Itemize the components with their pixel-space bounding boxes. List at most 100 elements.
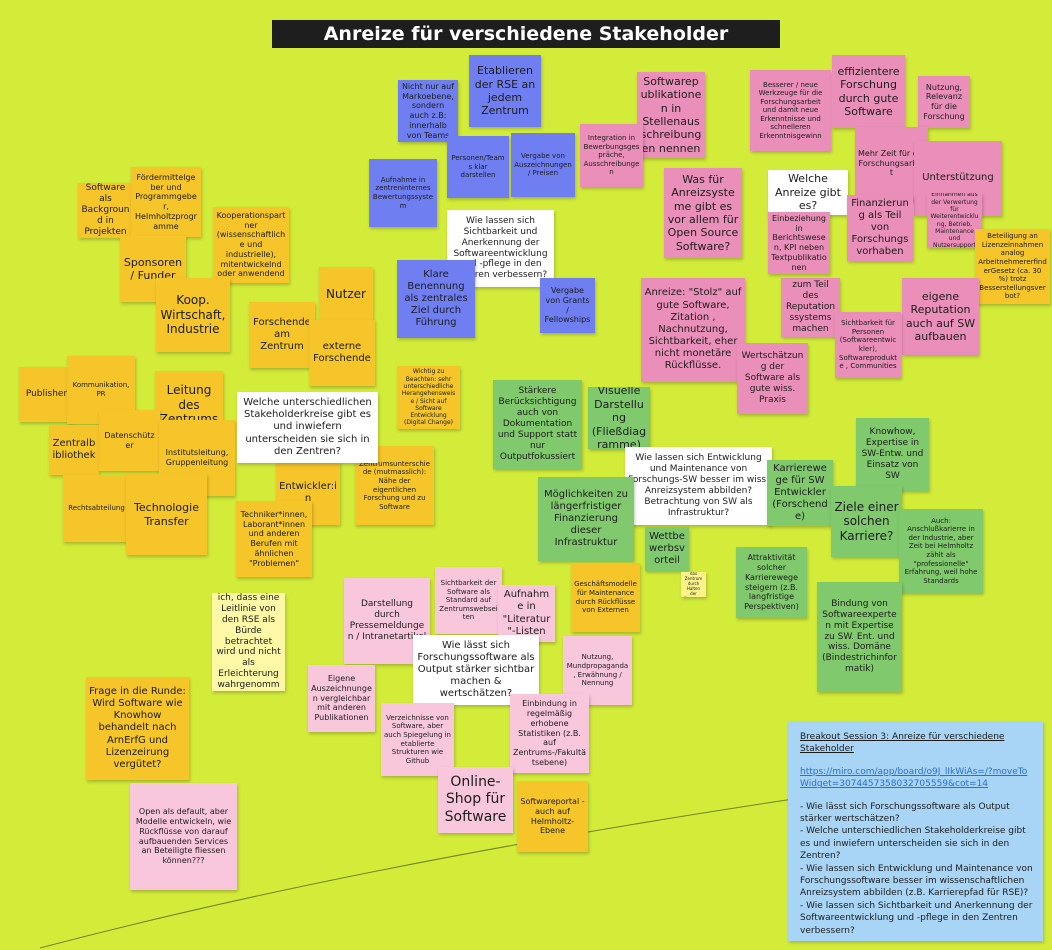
sticky-note-kooperationspartner[interactable]: Kooperationspartner (wissenschaftliche u… <box>213 207 289 283</box>
sticky-note-question-maintenance[interactable]: Wie lassen sich Entwicklung und Maintena… <box>625 447 772 525</box>
sticky-note-knowhow-expertise[interactable]: Knowhow, Expertise in SW-Entw. und Einsa… <box>856 418 929 491</box>
sticky-note-text: Stärkere Berücksichtigung auch von Dokum… <box>497 386 578 462</box>
sticky-note-text: Softwareportal - auch auf Helmholtz-Eben… <box>520 797 585 836</box>
sticky-note-wichtig-zu-beachten[interactable]: Wichtig zu Beachten: sehr unterschiedlic… <box>397 366 460 429</box>
sticky-note-text: Wettbewerbsvorteil <box>649 530 685 567</box>
sticky-note-anreize-stolz[interactable]: Anreize: "Stolz" auf gute Software, Zita… <box>641 278 745 382</box>
board-title: Anreize für verschiedene Stakeholder <box>272 20 780 48</box>
info-panel-title: Breakout Session 3: Anreize für verschie… <box>800 732 1005 755</box>
sticky-note-software-background[interactable]: Software als Background in Projekten <box>78 183 133 238</box>
sticky-note-text: Sichtbarkeit der Software als Standard a… <box>439 579 498 622</box>
sticky-note-datenschuetzer[interactable]: Datenschützer <box>99 410 160 471</box>
sticky-note-text: Wichtig zu Beachten: sehr unterschiedlic… <box>401 368 456 427</box>
sticky-note-text: Online-Shop für Software <box>444 774 507 825</box>
sticky-note-text: Softwarepublikationen in Stellenausschre… <box>640 74 702 155</box>
sticky-note-text: Publisher <box>25 389 68 400</box>
sticky-note-visuelle-darstellung[interactable]: Visuelle Darstellung (Fließdiagramme) <box>588 387 650 449</box>
sticky-note-text: Frage in die Runde: Wird Software wie Kn… <box>89 685 186 770</box>
sticky-note-sichtbarkeit-webseiten[interactable]: Sichtbarkeit der Software als Standard a… <box>435 567 502 634</box>
sticky-note-text: Unterstützung <box>922 172 994 184</box>
sticky-note-pressemeldungen[interactable]: Darstellung durch Pressemeldungen / Intr… <box>344 578 430 664</box>
sticky-note-staerkere-beruecksichtigung[interactable]: Stärkere Berücksichtigung auch von Dokum… <box>493 380 582 469</box>
sticky-note-text: Nutzung, Mundpropaganda, Erwähnung / Nen… <box>566 653 629 688</box>
sticky-note-verzeichnisse[interactable]: Verzeichnisse von Software, aber auch Sp… <box>381 703 454 776</box>
sticky-note-koop-wirtschaft[interactable]: Koop. Wirtschaft, Industrie <box>156 278 230 352</box>
sticky-note-nutzung-relevanz[interactable]: Nutzung, Relevanz für die Forschung <box>918 76 970 128</box>
sticky-note-text: Personen/Teams klar darstellen <box>451 154 505 180</box>
sticky-note-nutzer[interactable]: Nutzer <box>319 267 373 321</box>
sticky-note-text: Sichtbarkeit für Personen (Softwareentwi… <box>839 319 897 371</box>
sticky-note-attraktivitaet[interactable]: Attraktivität solcher Karrierewege steig… <box>736 547 807 618</box>
sticky-note-effizientere-forschung[interactable]: effizientere Forschung durch gute Softwa… <box>832 55 905 128</box>
sticky-note-online-shop[interactable]: Online-Shop für Software <box>438 767 513 833</box>
sticky-note-eigene-auszeichnungen[interactable]: Eigene Auszeichnungen vergleichbar mit a… <box>308 665 375 732</box>
info-panel-link[interactable]: https://miro.com/app/board/o9J_lIkWiAs=/… <box>800 766 1028 790</box>
breakout-info-panel[interactable]: Breakout Session 3: Anreize für verschie… <box>788 721 1043 941</box>
sticky-note-laengerfristige-finanzierung[interactable]: Möglichkeiten zu längerfristiger Finanzi… <box>538 477 634 561</box>
sticky-note-technologie-transfer[interactable]: Technologie Transfer <box>126 474 207 555</box>
sticky-note-text: Ziele einer solchen Karriere? <box>834 499 899 543</box>
sticky-note-karrierewege[interactable]: Karrierewege für SW Entwickler (Forschen… <box>767 460 833 526</box>
sticky-note-forschende-am-zentrum[interactable]: Forschende am Zentrum <box>249 302 315 368</box>
sticky-note-wettbewerbsvorteil[interactable]: Wettbewerbsvorteil <box>645 527 689 571</box>
sticky-note-text: Vergabe von Auszeichnungen / Preisen <box>514 152 572 178</box>
sticky-note-vergabe-grants[interactable]: Vergabe von Grants / Fellowships <box>540 278 595 333</box>
sticky-note-text: Technologie Transfer <box>134 501 199 528</box>
sticky-note-statistiken[interactable]: Einbindung in regelmäßig erhobene Statis… <box>510 694 589 773</box>
sticky-note-zentralbibliothek[interactable]: Zentralbibliothek <box>49 425 99 475</box>
sticky-note-text: Einbeziehung in Berichtswesen, KPI neben… <box>771 213 827 272</box>
sticky-note-question-anreizsysteme-oss[interactable]: Was für Anreizsysteme gibt es vor allem … <box>664 168 742 258</box>
sticky-note-externe-forschende[interactable]: externe Forschende <box>309 320 375 386</box>
sticky-note-etablieren-rse[interactable]: Etablieren der RSE an jedem Zentrum <box>469 55 541 127</box>
sticky-note-beteiligung-lizenzeinnahmen[interactable]: Beteiligung an Lizenzeinnahmen analog Ar… <box>975 229 1050 304</box>
sticky-note-eigene-reputation[interactable]: eigene Reputation auch auf SW aufbauen <box>902 278 979 355</box>
sticky-note-ziele-karriere[interactable]: Ziele einer solchen Karriere? <box>831 486 902 557</box>
sticky-note-question-sichtbarkeit[interactable]: Wie lassen sich Sichtbarkeit und Anerken… <box>447 210 554 287</box>
sticky-note-auch-fuer-zentrum[interactable]: auch für das Zentrum durch Halten der Pe… <box>681 572 706 597</box>
sticky-note-publisher[interactable]: Publisher <box>19 367 74 422</box>
sticky-note-question-output[interactable]: Wie lässt sich Forschungssoftware als Ou… <box>413 635 539 705</box>
sticky-note-question-stakeholderkreise[interactable]: Welche unterschiedlichen Stakeholderkrei… <box>237 392 378 463</box>
sticky-note-text: Software als Background in Projekten <box>81 183 130 237</box>
sticky-note-nutzung-mundpropaganda[interactable]: Nutzung, Mundpropaganda, Erwähnung / Nen… <box>563 636 632 705</box>
sticky-note-rechtsabteilung[interactable]: Rechtsabteilung <box>63 475 130 542</box>
sticky-note-reputationssystem[interactable]: zum Teil des Reputationssystems machen <box>781 278 840 337</box>
sticky-note-personen-teams[interactable]: Personen/Teams klar darstellen <box>447 136 509 198</box>
sticky-note-zentrumsunterschiede[interactable]: Zentrumsunterschiede (mutmasslich): Nähe… <box>355 446 434 525</box>
sticky-note-wertschaetzung[interactable]: Wertschätzung der Software als gute wiss… <box>737 343 808 414</box>
sticky-note-aufnahme-bewertungssystem[interactable]: Aufnahme in zentreninternes Bewertungssy… <box>369 159 437 227</box>
sticky-note-geschaeftsmodelle[interactable]: Geschäftsmodelle für Maintenance durch R… <box>571 563 640 632</box>
sticky-note-text: Wertschätzung der Software als gute wiss… <box>741 351 804 405</box>
sticky-note-text: Aufnahme in "Literatur"-Listen <box>502 589 551 637</box>
sticky-note-nicht-nur-markoebene[interactable]: Nicht nur auf Markoebene, sondern auch z… <box>398 80 458 142</box>
sticky-note-vergabe-auszeichnungen[interactable]: Vergabe von Auszeichnungen / Preisen <box>511 133 575 197</box>
sticky-note-text: Nutzer <box>326 286 366 301</box>
sticky-note-text: effizientere Forschung durch gute Softwa… <box>837 64 900 118</box>
sticky-note-foerdermittelgeber[interactable]: Fördermittelgeber und Programmgeber, Hel… <box>131 167 201 237</box>
sticky-note-anschlusskarriere[interactable]: Auch: Anschlußkarierre in der Industrie,… <box>899 509 983 593</box>
sticky-note-text: Beteiligung an Lizenzeinnahmen analog Ar… <box>978 232 1047 301</box>
sticky-note-text: Datenschützer <box>104 430 155 450</box>
sticky-note-text: eigene Reputation auch auf SW aufbauen <box>905 289 976 343</box>
sticky-note-softwarepublikationen[interactable]: Softwarepublikationen in Stellenausschre… <box>637 72 705 158</box>
sticky-note-finanzierung-forschungsvorhaben[interactable]: Finanzierung als Teil von Forschungsvorh… <box>847 195 913 261</box>
sticky-note-einbeziehung-berichtswesen[interactable]: Einbeziehung in Berichtswesen, KPI neben… <box>768 212 830 274</box>
sticky-note-text: Verzeichnisse von Software, aber auch Sp… <box>384 713 451 765</box>
sticky-note-techniker[interactable]: Techniker*innen, Laborant*innen und ande… <box>236 501 312 577</box>
sticky-note-bessere-werkzeuge[interactable]: Besserer / neue Werkzeuge für die Forsch… <box>750 70 831 151</box>
sticky-note-frage-arnerfg[interactable]: Frage in die Runde: Wird Software wie Kn… <box>86 677 189 780</box>
sticky-note-question-welche-anreize[interactable]: Welche Anreize gibt es? <box>768 170 848 215</box>
sticky-note-sichtbarkeit-personen[interactable]: Sichtbarkeit für Personen (Softwareentwi… <box>835 312 901 378</box>
sticky-note-softwareportal[interactable]: Softwareportal - auch auf Helmholtz-Eben… <box>517 781 588 852</box>
sticky-note-literatur-listen[interactable]: Aufnahme in "Literatur"-Listen <box>498 585 555 642</box>
sticky-note-leitlinie-buerde[interactable]: wie verhindere ich, dass eine Leitlinie … <box>212 593 285 691</box>
sticky-note-einnahmen-verwertung[interactable]: Einnahmen aus der Verwertung für Weitere… <box>927 193 982 248</box>
sticky-note-text: Kooperationspartner (wissenschaftliche u… <box>216 210 286 279</box>
info-panel-questions: - Wie lässt sich Forschungssoftware als … <box>800 801 1033 936</box>
sticky-note-integration-bewerbung[interactable]: Integration in Bewerbungsgespräche, Auss… <box>580 124 643 187</box>
sticky-note-klare-benennung[interactable]: Klare Benennung als zentrales Ziel durch… <box>397 260 475 338</box>
sticky-note-text: wie verhindere ich, dass eine Leitlinie … <box>216 593 281 691</box>
sticky-note-bindung-softwareexperten[interactable]: Bindung von Softwareexperten mit Experti… <box>817 582 902 692</box>
sticky-note-open-default[interactable]: Open als default, aber Modelle entwickel… <box>130 783 237 890</box>
